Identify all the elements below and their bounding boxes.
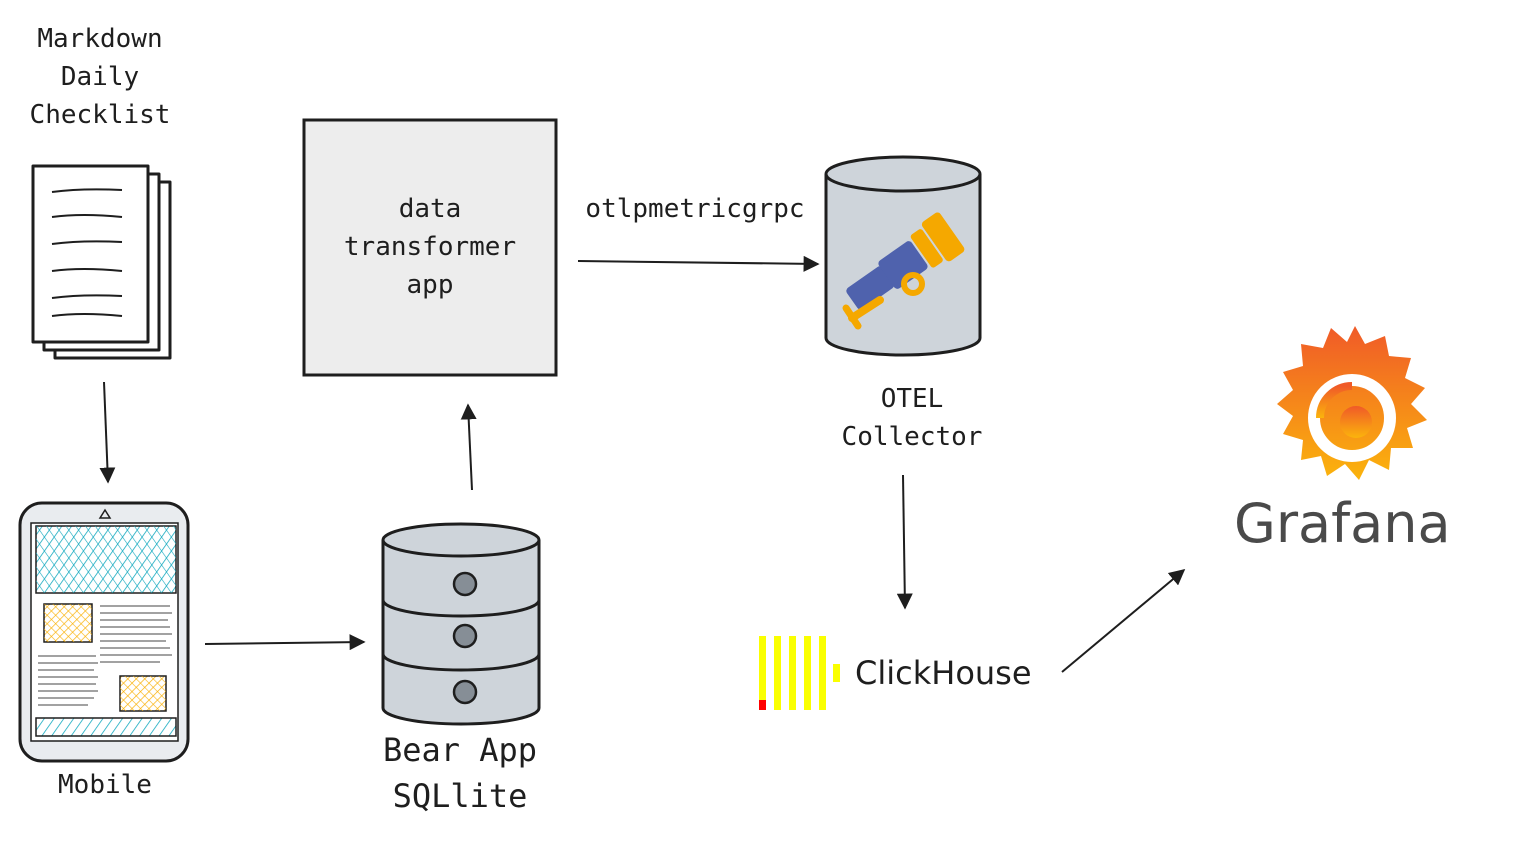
checklist-line-2: Daily [60, 62, 140, 92]
mobile-phone-icon [18, 501, 190, 763]
arrow-checklist-to-mobile [99, 381, 116, 484]
mobile-label-text: Mobile [58, 770, 152, 800]
bear-line-1: Bear App [382, 731, 538, 769]
arrow-transformer-to-otel [577, 255, 820, 272]
arrow-clickhouse-to-grafana [1061, 568, 1186, 673]
bear-line-2: SQLlite [392, 777, 528, 815]
arrow-otel-to-clickhouse [896, 474, 913, 610]
transformer-label: data transformer app [304, 190, 556, 304]
mobile-label: Mobile [20, 766, 190, 804]
otlp-edge-label: otlpmetricgrpc [575, 190, 815, 228]
database-cylinder-icon [381, 522, 541, 726]
arrow-mobile-to-bear [204, 634, 366, 651]
transformer-box [302, 118, 558, 377]
checklist-line-3: Checklist [29, 100, 171, 130]
otel-line-2: Collector [841, 422, 983, 452]
transformer-line-1: data [398, 194, 462, 224]
grafana-wordmark: Grafana [1234, 492, 1451, 555]
checklist-label: Markdown Daily Checklist [10, 20, 190, 134]
checklist-line-1: Markdown [37, 24, 163, 54]
grafana-logo-icon [1277, 326, 1427, 480]
telescope-icon [842, 212, 965, 330]
clickhouse-logo-icon [759, 636, 840, 710]
arrow-bear-to-transformer [460, 403, 477, 491]
otel-line-1: OTEL [880, 384, 944, 414]
transformer-line-3: app [406, 270, 454, 300]
transformer-line-2: transformer [343, 232, 517, 262]
clickhouse-wordmark: ClickHouse [855, 654, 1032, 692]
otel-label: OTEL Collector [812, 380, 1012, 456]
document-stack-icon [31, 164, 172, 360]
otlp-edge-text: otlpmetricgrpc [585, 194, 805, 224]
bear-label: Bear App SQLlite [340, 727, 580, 819]
